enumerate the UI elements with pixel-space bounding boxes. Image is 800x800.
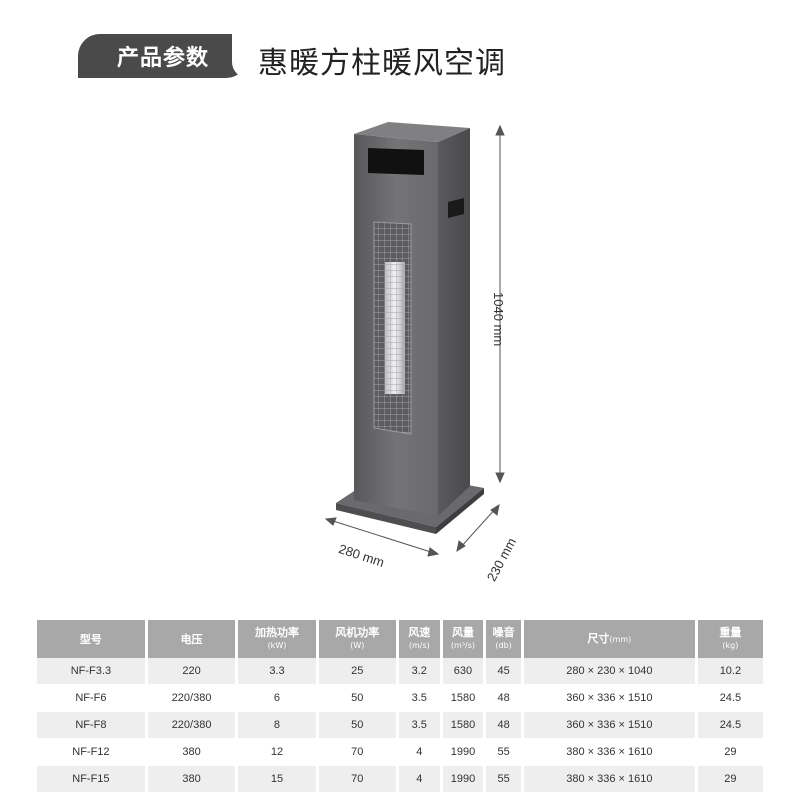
cell-model: NF-F3.3	[37, 658, 145, 685]
cell-size: 360 × 336 × 1510	[523, 712, 695, 739]
side-control-panel	[448, 198, 464, 218]
table-row: NF-F12 380 12 70 4 1990 55 380 × 336 × 1…	[37, 739, 763, 766]
column-body	[354, 122, 470, 516]
table-header-row: 型号 电压 加热功率(kW) 风机功率(W) 风速(m/s) 风量(m³/s) …	[37, 620, 763, 658]
header-air-volume: 风量(m³/s)	[442, 620, 484, 658]
width-dimension-arrow	[324, 517, 440, 557]
cell-fan-power: 50	[318, 712, 396, 739]
cell-air-volume: 1580	[442, 712, 484, 739]
section-badge: 产品参数	[78, 34, 248, 78]
table-row: NF-F3.3 220 3.3 25 3.2 630 45 280 × 230 …	[37, 658, 763, 685]
cell-weight: 24.5	[697, 712, 763, 739]
cell-noise: 48	[486, 685, 521, 712]
cell-air-volume: 1990	[442, 766, 484, 793]
cell-voltage: 380	[147, 739, 236, 766]
cell-weight: 10.2	[697, 658, 763, 685]
table-row: NF-F6 220/380 6 50 3.5 1580 48 360 × 336…	[37, 685, 763, 712]
height-dimension-arrow	[495, 124, 505, 484]
cell-wind-speed: 4	[398, 766, 440, 793]
product-title: 惠暖方柱暖风空调	[258, 46, 506, 81]
table-row: NF-F15 380 15 70 4 1990 55 380 × 336 × 1…	[37, 766, 763, 793]
display-panel	[368, 148, 424, 175]
cell-heating-power: 12	[238, 739, 316, 766]
cell-model: NF-F6	[37, 685, 145, 712]
cell-model: NF-F12	[37, 739, 145, 766]
header-noise: 噪音(db)	[486, 620, 521, 658]
cell-fan-power: 25	[318, 658, 396, 685]
cell-heating-power: 15	[238, 766, 316, 793]
cell-size: 380 × 336 × 1610	[523, 739, 695, 766]
cell-heating-power: 6	[238, 685, 316, 712]
header-weight: 重量(kg)	[697, 620, 763, 658]
header-voltage: 电压	[147, 620, 236, 658]
cell-size: 360 × 336 × 1510	[523, 685, 695, 712]
header-wind-speed: 风速(m/s)	[398, 620, 440, 658]
cell-heating-power: 8	[238, 712, 316, 739]
table-row: NF-F8 220/380 8 50 3.5 1580 48 360 × 336…	[37, 712, 763, 739]
cell-noise: 55	[486, 739, 521, 766]
cell-size: 380 × 336 × 1610	[523, 766, 695, 793]
header-fan-power: 风机功率(W)	[318, 620, 396, 658]
cell-weight: 29	[697, 739, 763, 766]
cell-voltage: 220	[147, 658, 236, 685]
cell-air-volume: 1580	[442, 685, 484, 712]
cell-size: 280 × 230 × 1040	[523, 658, 695, 685]
section-badge-label: 产品参数	[116, 46, 209, 71]
cell-voltage: 220/380	[147, 685, 236, 712]
header-model: 型号	[37, 620, 145, 658]
cell-wind-speed: 3.2	[398, 658, 440, 685]
cell-air-volume: 1990	[442, 739, 484, 766]
heater-grill	[373, 221, 412, 435]
cell-wind-speed: 3.5	[398, 712, 440, 739]
cell-voltage: 380	[147, 766, 236, 793]
cell-wind-speed: 3.5	[398, 685, 440, 712]
cell-weight: 24.5	[697, 685, 763, 712]
cell-model: NF-F8	[37, 712, 145, 739]
cell-fan-power: 70	[318, 739, 396, 766]
header-size: 尺寸(mm)	[523, 620, 695, 658]
cell-air-volume: 630	[442, 658, 484, 685]
cell-noise: 55	[486, 766, 521, 793]
cell-noise: 45	[486, 658, 521, 685]
height-dimension-label: 1040 mm	[491, 292, 506, 347]
cell-noise: 48	[486, 712, 521, 739]
cell-model: NF-F15	[37, 766, 145, 793]
cell-voltage: 220/380	[147, 712, 236, 739]
cell-heating-power: 3.3	[238, 658, 316, 685]
spec-table: 型号 电压 加热功率(kW) 风机功率(W) 风速(m/s) 风量(m³/s) …	[34, 620, 766, 793]
cell-weight: 29	[697, 766, 763, 793]
product-image	[324, 122, 505, 557]
badge-notch-decoration	[232, 34, 248, 78]
cell-wind-speed: 4	[398, 739, 440, 766]
header-heating-power: 加热功率(kW)	[238, 620, 316, 658]
cell-fan-power: 70	[318, 766, 396, 793]
cell-fan-power: 50	[318, 685, 396, 712]
depth-dimension-arrow	[456, 503, 500, 553]
